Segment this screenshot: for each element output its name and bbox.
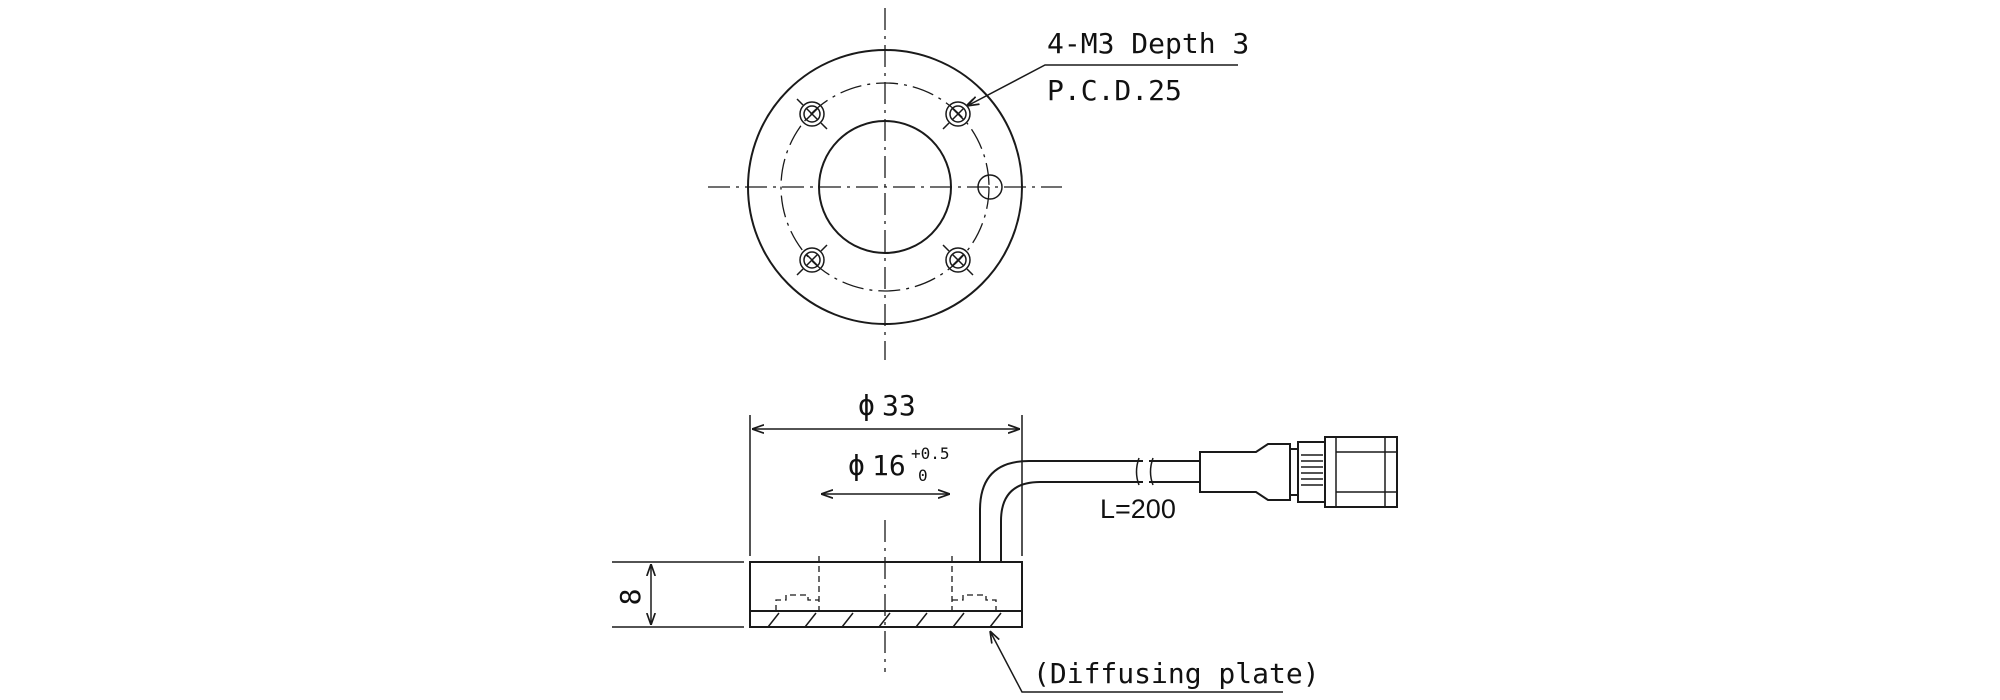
- tolerance-upper: +0.5: [911, 444, 950, 463]
- inner-bore-circle: [818, 120, 952, 254]
- outer-diameter-value: 33: [882, 389, 916, 422]
- body-outline: [749, 561, 1023, 628]
- cable: [979, 457, 1200, 562]
- tapped-holes-callout: 4-M3 Depth 3: [1047, 27, 1249, 60]
- cable-exit-hole: [977, 174, 1003, 200]
- diffuser-hatching: [767, 612, 1002, 628]
- height-value: 8: [614, 589, 647, 606]
- hidden-lines: [775, 556, 997, 611]
- mounting-hole: [942, 244, 974, 276]
- diffuser-leader-line: [990, 631, 1283, 693]
- cable-length-label: L=200: [1100, 494, 1176, 524]
- pitch-circle: [780, 82, 990, 292]
- holes-leader-line: [967, 64, 1238, 106]
- outer-diameter-symbol: ϕ: [858, 389, 875, 422]
- mounting-holes: [796, 98, 974, 276]
- side-view: ϕ 33 ϕ 16 +0.5 0 8 L=200: [612, 389, 1398, 693]
- outer-circle: [747, 49, 1023, 325]
- connector: [1199, 436, 1398, 508]
- mounting-hole: [796, 98, 828, 130]
- tolerance-lower: 0: [918, 466, 928, 485]
- mounting-hole: [796, 244, 828, 276]
- pcd-callout: P.C.D.25: [1047, 74, 1182, 107]
- diffuser-callout: (Diffusing plate): [1033, 657, 1320, 690]
- inner-diameter-value: 16: [872, 449, 906, 482]
- inner-diameter-symbol: ϕ: [848, 449, 865, 482]
- top-view: 4-M3 Depth 3 P.C.D.25: [708, 8, 1249, 360]
